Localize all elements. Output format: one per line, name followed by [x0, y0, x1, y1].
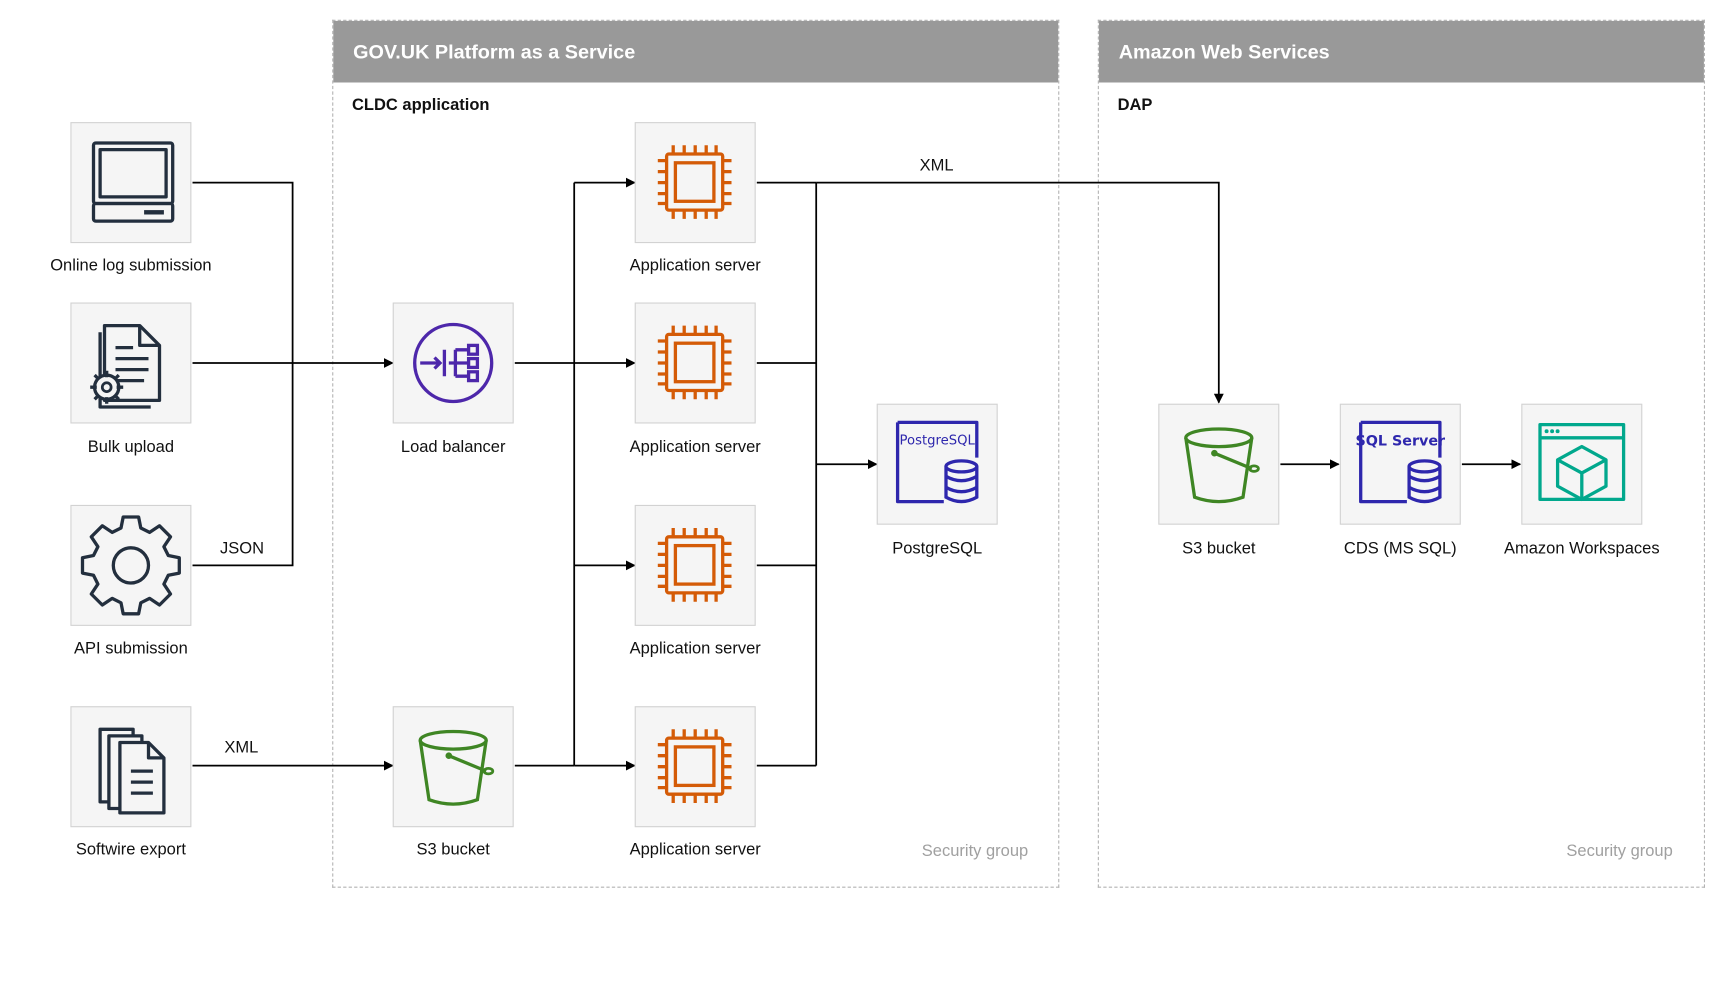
edge-api	[192, 363, 294, 567]
api-submission-label: API submission	[74, 639, 188, 658]
app-server-3-node	[634, 504, 756, 626]
edge-online-log	[192, 181, 294, 364]
s3-aws-label: S3 bucket	[1182, 539, 1256, 558]
paas-subtitle: CLDC application	[352, 95, 490, 115]
gear-icon	[80, 515, 181, 616]
workspaces-label: Amazon Workspaces	[1503, 539, 1660, 558]
api-submission-node	[70, 504, 192, 626]
document-gear-icon	[90, 323, 162, 409]
aws-group-title: Amazon Web Services	[1098, 20, 1704, 83]
processor-chip-icon	[657, 145, 732, 219]
s3-paas-label: S3 bucket	[416, 840, 490, 860]
app-server-2-node	[634, 302, 756, 424]
bulk-upload-node	[70, 302, 192, 424]
aws-group: Amazon Web Services	[1097, 19, 1705, 888]
app-server-4-label: Application server	[629, 840, 761, 860]
workspaces-icon	[1538, 422, 1626, 502]
xml-dap-label: XML	[919, 156, 954, 175]
xml-export-label: XML	[224, 738, 259, 757]
aws-subtitle: DAP	[1117, 95, 1153, 115]
load-balancer-node	[392, 302, 514, 424]
app-server-3-label: Application server	[629, 639, 761, 658]
app-server-4-node	[634, 706, 756, 828]
app-server-1-label: Application server	[629, 256, 761, 275]
json-label: JSON	[220, 539, 265, 558]
softwire-export-node	[70, 706, 192, 828]
sqlserver-icon-text: SQL Server	[1355, 434, 1446, 450]
online-log-label: Online log submission	[50, 256, 212, 275]
s3-paas-node	[392, 706, 514, 828]
s3-aws-node	[1158, 403, 1280, 525]
processor-chip-icon	[657, 729, 732, 803]
s3-bucket-icon	[1184, 427, 1260, 504]
paas-group-title: GOV.UK Platform as a Service	[333, 20, 1059, 83]
app-server-2-label: Application server	[629, 437, 761, 457]
online-log-node	[70, 122, 192, 244]
paas-security-group-label: Security group	[921, 841, 1029, 861]
edge-xml-to-dap	[816, 181, 1224, 404]
load-balancer-label: Load balancer	[400, 437, 506, 457]
aws-security-group-label: Security group	[1566, 841, 1673, 861]
sql-server-icon: SQL Server	[1355, 420, 1446, 504]
paas-group: GOV.UK Platform as a Service	[332, 19, 1060, 888]
workspaces-node	[1521, 403, 1643, 525]
client-terminal-icon	[91, 141, 175, 223]
s3-bucket-icon	[418, 729, 495, 806]
load-balancer-icon	[413, 322, 494, 404]
processor-chip-icon	[657, 325, 732, 400]
postgres-label: PostgreSQL	[892, 539, 983, 558]
postgres-icon-text: PostgreSQL	[900, 433, 976, 448]
cds-label: CDS (MS SQL)	[1343, 539, 1457, 558]
softwire-export-label: Softwire export	[75, 840, 186, 860]
bulk-upload-label: Bulk upload	[87, 437, 175, 457]
app-server-1-node	[634, 122, 756, 244]
documents-icon	[98, 727, 166, 815]
cds-node: SQL Server	[1339, 403, 1461, 525]
processor-chip-icon	[657, 528, 732, 602]
postgres-node: PostgreSQL	[876, 403, 998, 525]
database-icon: PostgreSQL	[895, 420, 979, 504]
